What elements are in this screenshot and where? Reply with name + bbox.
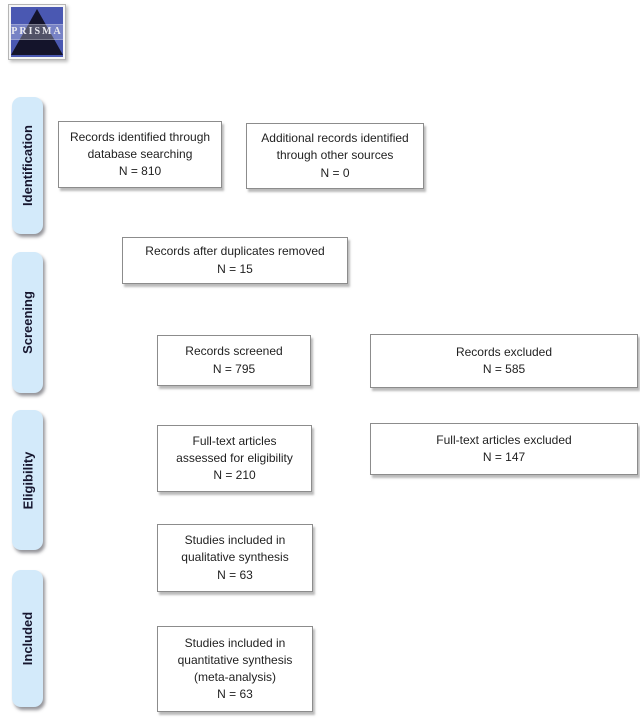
stage-eligibility: Eligibility <box>12 410 43 550</box>
box-line: (meta-analysis) <box>193 670 277 684</box>
box-count: N = 147 <box>482 450 526 464</box>
box-line: assessed for eligibility <box>176 450 293 465</box>
box-line: Records after duplicates removed <box>145 244 325 259</box>
box-records-excluded: Records excluded N = 585 <box>370 334 638 388</box>
box-count: N = 810 <box>118 164 162 179</box>
box-count: N = 585 <box>482 362 526 376</box>
box-line: database searching <box>87 146 193 161</box>
box-line: Records excluded <box>455 344 553 359</box>
box-line: quantitative synthesis <box>177 652 293 667</box>
box-line: Studies included in <box>184 635 286 650</box>
box-line: qualitative synthesis <box>181 550 289 565</box>
stage-screening: Screening <box>12 252 43 393</box>
box-records-identified: Records identified through database sear… <box>58 121 222 188</box>
box-line: Records identified through <box>69 129 211 144</box>
box-line: Studies included in <box>184 533 286 548</box>
box-fulltext-assessed: Full-text articles assessed for eligibil… <box>157 425 312 492</box>
box-line: through other sources <box>276 148 394 163</box>
stage-identification: Identification <box>12 97 43 234</box>
box-line: Full-text articles excluded <box>436 432 572 447</box>
stage-label: Included <box>20 611 36 666</box>
box-count: N = 63 <box>217 687 253 702</box>
prisma-logo-background: PRISMA <box>11 7 63 57</box>
box-line: Additional records identified <box>261 131 409 146</box>
stage-label: Identification <box>20 125 36 206</box>
pyramid-icon <box>11 9 63 55</box>
box-line: Full-text articles <box>192 433 277 448</box>
box-count: N = 15 <box>217 261 253 276</box>
box-count: N = 0 <box>320 165 350 180</box>
box-additional-records: Additional records identified through ot… <box>246 123 424 189</box>
box-count: N = 63 <box>217 567 253 582</box>
prisma-logo: PRISMA <box>8 4 66 60</box>
box-qualitative-synthesis: Studies included in qualitative synthesi… <box>157 524 313 592</box>
box-count: N = 795 <box>212 361 256 376</box>
box-duplicates-removed: Records after duplicates removed N = 15 <box>122 237 348 284</box>
box-records-screened: Records screened N = 795 <box>157 335 311 386</box>
logo-band <box>11 24 63 40</box>
box-count: N = 210 <box>213 468 256 483</box>
stage-label: Eligibility <box>20 451 36 509</box>
box-line: Records screened <box>185 344 283 359</box>
box-fulltext-excluded: Full-text articles excluded N = 147 <box>370 423 638 475</box>
box-quantitative-synthesis: Studies included in quantitative synthes… <box>157 626 313 712</box>
logo-wordmark: PRISMA <box>11 26 63 37</box>
stage-label: Screening <box>20 291 36 354</box>
stage-included: Included <box>12 570 43 707</box>
